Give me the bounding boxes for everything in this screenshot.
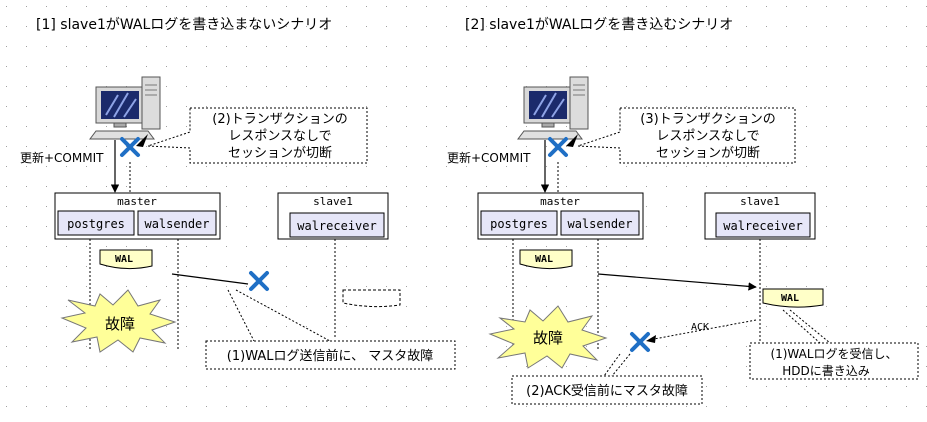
walreceiver-process-2 (715, 212, 811, 238)
walreceiver-process-label-2: walreceiver (723, 219, 802, 233)
master-label-2: master (540, 195, 580, 208)
ack-note-text: (2)ACK受信前にマスタ故障 (526, 383, 688, 399)
scenario-2-title: [2] slave1がWALログを書き込むシナリオ (465, 17, 733, 33)
wal-tag-slave-2: WAL (762, 288, 824, 308)
walreceiver-process (289, 212, 385, 238)
master-failure-burst: 故障 (60, 289, 177, 353)
wal-tag-master: WAL (99, 249, 153, 270)
response-arrowhead (136, 134, 148, 147)
scenario-1: [1] slave1がWALログを書き込まないシナリオ 更新+COMMIT (2… (20, 17, 456, 370)
scenario-2: [2] slave1がWALログを書き込むシナリオ 更新+COMMIT (3)ト… (447, 17, 919, 405)
slave-server: slave1 walreceiver (277, 192, 389, 240)
wal-tag-master-2: WAL (519, 249, 573, 270)
slave-note-line-2: HDDに書き込み (782, 364, 870, 378)
slave-label-2: slave1 (740, 195, 780, 208)
client-operation-label-2: 更新+COMMIT (447, 150, 531, 165)
postgres-process (57, 210, 135, 236)
session-cut-cross-icon-2 (548, 137, 568, 157)
ack-failure-note: (2)ACK受信前にマスタ故障 (511, 353, 703, 405)
slave-wal-placeholder (342, 289, 401, 308)
callout-2-line-3: セッションが切断 (656, 146, 760, 161)
walsender-process-label-2: walsender (567, 217, 632, 231)
slave-label: slave1 (313, 195, 353, 208)
callout-2-line-1: (3)トランザクションの (640, 112, 775, 127)
postgres-process-label-2: postgres (490, 217, 548, 231)
walreceiver-process-label: walreceiver (297, 219, 376, 233)
failure-label-2: 故障 (533, 329, 563, 347)
session-cut-callout: (2)トランザクションの レスポンスなしで セッションが切断 (147, 107, 368, 164)
postgres-process-2 (480, 210, 558, 236)
failure-label: 故障 (105, 315, 135, 333)
postgres-process-label: postgres (67, 217, 125, 231)
slave-note-line-1: (1)WALログを受信し、 (770, 347, 897, 361)
walsender-process-2 (560, 210, 640, 236)
slave-server-2: slave1 walreceiver (704, 192, 816, 240)
wal-tag-master-label-2: WAL (535, 254, 553, 265)
wal-send-cut-cross-icon (249, 271, 269, 291)
scenario-1-title: [1] slave1がWALログを書き込まないシナリオ (36, 17, 332, 33)
callout-2-line-2: レスポンスなしで (656, 129, 759, 144)
bottom-note-text: (1)WALログ送信前に、 マスタ故障 (227, 348, 433, 364)
wal-tag-slave-label-2: WAL (781, 293, 799, 304)
session-cut-callout-2: (3)トランザクションの レスポンスなしで セッションが切断 (577, 107, 796, 164)
walsender-process (137, 210, 217, 236)
master-server: master postgres walsender (54, 192, 221, 240)
client-operation-label: 更新+COMMIT (20, 150, 104, 165)
callout-line-1: (2)トランザクションの (212, 112, 347, 127)
master-failure-note: (1)WALログ送信前に、 マスタ故障 (205, 289, 456, 370)
session-cut-cross-icon (120, 137, 140, 157)
response-arrowhead-2 (566, 134, 578, 147)
callout-line-2: レスポンスなしで (228, 129, 331, 144)
wal-tag-label: WAL (115, 254, 133, 265)
callout-line-3: セッションが切断 (228, 146, 332, 161)
walsender-process-label: walsender (144, 217, 209, 231)
slave-write-note: (1)WALログを受信し、 HDDに書き込み (749, 309, 919, 380)
master-label: master (117, 195, 157, 208)
wal-send-arrow-2 (597, 273, 757, 291)
master-failure-burst-2: 故障 (488, 305, 608, 369)
wal-send-arrow (171, 273, 249, 285)
ack-arrow (653, 319, 757, 340)
ack-cut-cross-icon (630, 332, 650, 352)
ack-arrowhead (646, 335, 656, 343)
master-server-2: master postgres walsender (477, 192, 644, 240)
ack-label: ACK (691, 322, 709, 333)
